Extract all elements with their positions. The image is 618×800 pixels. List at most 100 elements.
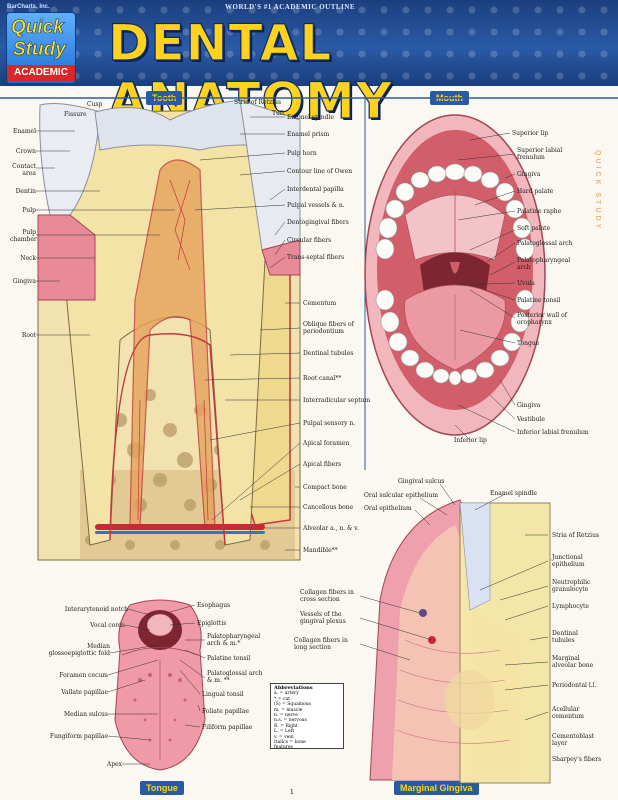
tongue-label-vallate-papillae: Vallate papillae (61, 689, 108, 696)
tooth-label-dentinal-tubules: Dentinal tubules (303, 350, 354, 357)
gingiva-label-oral-sulcular-epithelium: Oral sulcular epithelium (364, 492, 439, 499)
abbreviation-item: Italics = bone (274, 740, 306, 746)
section-label-gingiva: Marginal Gingiva (394, 781, 479, 795)
tongue-label-lingual-tonsil: Lingual tonsil (202, 691, 244, 698)
tooth-label-pulp-chamber: Pulp chamber (10, 229, 37, 243)
abbreviation-item: m. = muscle (274, 707, 303, 713)
tooth-label-enamel-prism: Enamel prism (287, 131, 330, 138)
tongue-leaders (107, 604, 206, 765)
gingiva-label-collagen-long: Collagen fibers in long section (294, 637, 348, 651)
mouth-label-palatine-raphe: Palatine raphe (517, 208, 562, 215)
mouth-label-hard-palate: Hard palate (517, 188, 554, 195)
tooth-label-tuft: Tuft (272, 110, 285, 117)
gingiva-label-collagen-cross: Collagen fibers in cross section (300, 589, 354, 603)
gingiva-leaders (359, 483, 549, 721)
tooth-label-pulpal-sensory-n: Pulpal sensory n. (303, 420, 356, 427)
tooth-label-dentogingival-fibers: Dentogingival fibers (287, 219, 349, 226)
abbreviations-box: Abbreviations a. = artery * = cut (S) = … (270, 683, 344, 751)
section-label-tongue: Tongue (140, 781, 184, 795)
gingiva-label-vessels-plexus: Vessels of the gingival plexus (300, 611, 346, 625)
tongue-label-palatoglossal-arch: Palatoglossal arch & m. ** (207, 670, 263, 684)
tooth-label-cementum: Cementum (303, 300, 337, 307)
gingiva-label-stria: Stria of Retzius (552, 532, 600, 539)
tongue-label-vocal-cords: Vocal cords (90, 622, 125, 629)
tooth-label-gingiva: Gingiva (12, 278, 36, 285)
gingiva-label-sharpeys-fibers: Sharpey's fibers (552, 756, 602, 763)
tongue-illustration (114, 599, 206, 771)
gingiva-illustration (369, 499, 551, 784)
abbreviation-item: (S) = Squamous (274, 702, 311, 708)
mouth-label-inferior-labial-frenulum: Inferior labial frenulum (517, 429, 589, 436)
publisher-name: BarCharts, Inc. (7, 4, 50, 10)
mouth-label-superior-labial-frenulum: Superior labial frenulum (517, 147, 563, 161)
tooth-label-contour-line: Contour line of Owen (287, 168, 353, 175)
abbreviations-title: Abbreviations (274, 685, 313, 691)
logo-word-quick: Quick (11, 17, 64, 39)
gingiva-label-oral-epithelium: Oral epithelium (364, 505, 412, 512)
quickstudy-logo: Quick Study ACADEMIC (6, 12, 76, 84)
mouth-label-inferior-lip: Inferior lip (454, 437, 487, 444)
tooth-label-trans-septal-fibers: Trans-septal fibers (287, 254, 345, 261)
mouth-label-palatopharyngeal-arch: Palatopharyngeal arch (517, 257, 571, 271)
tooth-illustration (37, 99, 301, 561)
tooth-label-pulp-horn: Pulp horn (287, 150, 317, 157)
mouth-label-palatoglossal-arch: Palatoglossal arch (517, 240, 573, 247)
abbreviation-item: R. = Right (274, 723, 298, 729)
abbreviation-item: n.s. = nervous (274, 718, 307, 724)
tooth-label-pulp: Pulp (22, 207, 36, 214)
gingiva-label-cementoblast: Cementoblast layer (552, 733, 595, 747)
abbreviation-item: features (274, 745, 293, 751)
mouth-label-gingiva-upper: Gingiva (517, 171, 541, 178)
page-number: 1 (290, 789, 294, 796)
abbreviation-item: L. = Left (274, 729, 295, 735)
tongue-label-apex: Apex (106, 761, 122, 768)
tooth-label-apical-fibers: Apical fibers (303, 461, 342, 468)
tongue-label-median-sulcus: Median sulcus (64, 711, 108, 718)
tooth-label-root: Root (21, 332, 36, 339)
logo-word-academic: ACADEMIC (7, 65, 75, 81)
tongue-label-palatine-tonsil: Palatine tonsil (207, 655, 251, 662)
gingiva-label-periodontal: Periodontal l.l. (552, 682, 597, 689)
tagline: WORLD'S #1 ACADEMIC OUTLINE (225, 3, 355, 11)
gingiva-label-junctional-epithelium: Junctional epithelium (552, 554, 585, 568)
abbreviation-item: * = cut (274, 696, 291, 702)
tooth-label-pulpal-vessels: Pulpal vessels & n. (287, 202, 345, 209)
gingiva-label-acellular-cementum: Acellular cementum (552, 706, 584, 720)
tooth-label-mandible: Mandible** (303, 547, 338, 554)
side-watermark: QUICK STUDY (594, 150, 601, 232)
tooth-left-leaders (36, 130, 175, 336)
tongue-label-foramen-cecum: Foramen cecum (59, 672, 108, 679)
tooth-label-alveolar-vessels: Alveolar a., n. & v. (303, 525, 359, 532)
gingiva-label-neutrophilic: Neutrophilic granulocyte (552, 579, 591, 593)
tongue-label-esophagus: Esophagus (197, 602, 231, 609)
tongue-label-palatopharyngeal-arch: Palatopharyngeal arch & m.* (207, 633, 261, 647)
tooth-label-crown: Crown (15, 148, 36, 155)
tooth-label-neck: Neck (20, 255, 36, 262)
abbreviation-item: n. = nerve (274, 713, 298, 719)
mouth-label-uvula: Uvula (517, 280, 535, 287)
tooth-label-circular-fibers: Circular fibers (287, 237, 332, 244)
tooth-label-oblique-fibers: Oblique fibers of periodontium (303, 321, 354, 335)
tooth-label-root-canal: Root canal** (303, 375, 342, 382)
gingiva-label-gingival-sulcus: Gingival sulcus (398, 478, 445, 485)
tooth-label-cancellous-bone: Cancellous bone (303, 504, 354, 511)
tongue-label-median-fold: Median glossoepiglottic fold (48, 643, 110, 657)
mouth-label-vestibule: Vestibule (517, 416, 545, 423)
abbreviation-item: a. = artery (274, 691, 299, 697)
logo-word-study: Study (13, 39, 66, 61)
mouth-illustration (364, 114, 546, 436)
abbreviation-item: v. = vein (274, 734, 294, 740)
tongue-label-epiglottis: Epiglottis (197, 620, 227, 627)
tooth-label-interdental-papilla: Interdental papilla (287, 186, 344, 193)
mouth-label-posterior-wall: Posterior wall of oropharynx (517, 312, 567, 326)
mouth-leaders (454, 132, 516, 441)
tongue-label-interarytenoid-notch: Interarytenoid notch (64, 606, 128, 613)
tooth-label-dentin: Dentin (15, 188, 36, 195)
banner-pattern (0, 0, 618, 86)
gingiva-label-lymphocyte: Lymphocyte (552, 603, 589, 610)
tooth-label-fissure: Fissure (64, 111, 87, 118)
mouth-label-gingiva-lower: Gingiva (517, 402, 541, 409)
tongue-label-filiform-papillae: Filiform papillae (202, 724, 253, 731)
